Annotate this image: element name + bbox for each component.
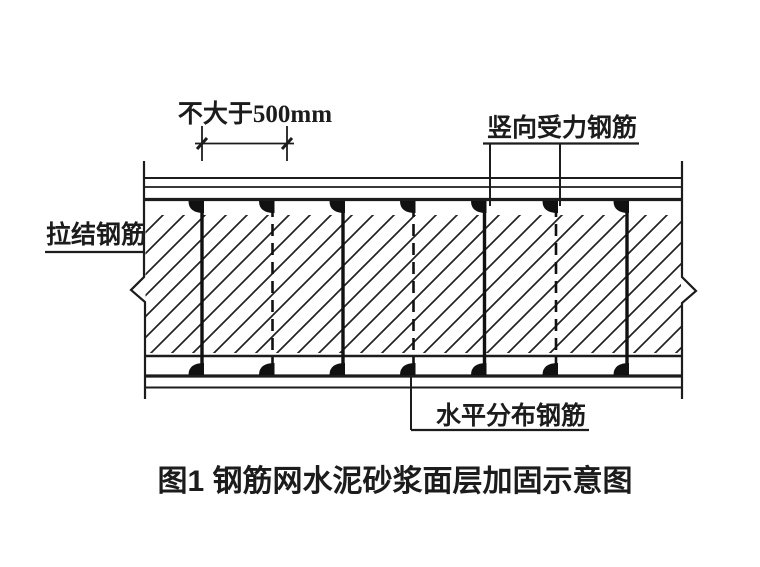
hook-icon (400, 363, 416, 375)
horizontal-rebar-label: 水平分布钢筋 (436, 401, 586, 430)
figure-caption: 图1 钢筋网水泥砂浆面层加固示意图 (157, 464, 632, 498)
dimension-tick-icon (195, 136, 209, 151)
hook-icon (188, 363, 204, 375)
hook-icon (542, 201, 558, 213)
right-break-edge (680, 161, 698, 399)
top-bar-hooks (188, 201, 629, 213)
bottom-mortar-layer-lines (144, 354, 682, 389)
tie-bars-solid (200, 203, 629, 373)
vertical-rebar-label: 竖向受力钢筋 (487, 113, 637, 142)
dimension-annotation (195, 126, 294, 161)
tie-rebar-label: 拉结钢筋 (46, 220, 146, 249)
left-break-edge (129, 161, 147, 399)
hook-icon (471, 363, 487, 375)
hook-icon (259, 363, 275, 375)
hook-icon (613, 201, 629, 213)
dimension-tick-icon (280, 136, 294, 151)
hook-icon (329, 201, 345, 213)
hook-icon (259, 201, 275, 213)
hook-icon (613, 363, 629, 375)
dimension-label: 不大于500mm (178, 100, 332, 128)
hook-icon (400, 201, 416, 213)
vertical-bars-dashed (271, 205, 558, 373)
hook-icon (188, 201, 204, 213)
hook-icon (329, 363, 345, 375)
hook-icon (542, 363, 558, 375)
hook-icon (471, 201, 487, 213)
top-mortar-layer-lines (144, 177, 682, 202)
vertical-rebar-leaders (483, 142, 639, 206)
bottom-bar-hooks (188, 363, 629, 375)
horizontal-rebar-leaders (410, 377, 589, 432)
